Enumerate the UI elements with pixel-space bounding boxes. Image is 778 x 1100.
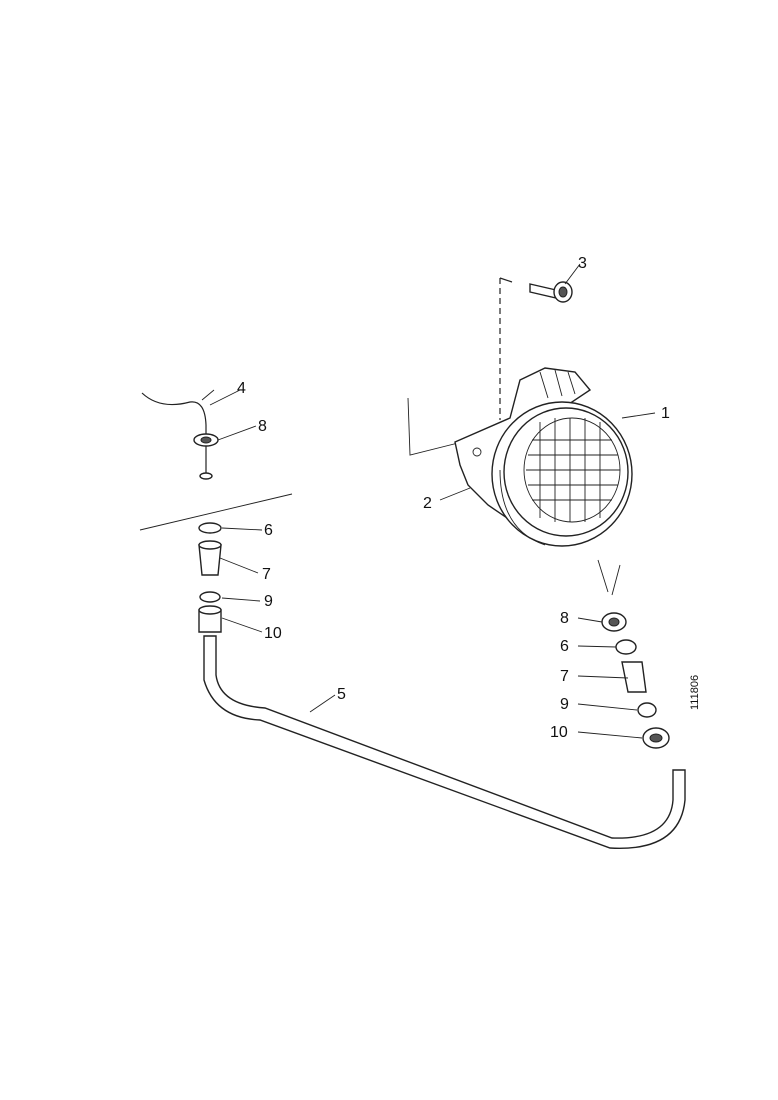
label-part-10-right: 10 [550, 724, 568, 741]
label-part-8-top: 8 [258, 418, 267, 435]
label-part-6-left: 6 [264, 522, 273, 539]
label-part-6-right: 6 [560, 638, 569, 655]
label-part-4: 4 [237, 380, 246, 397]
work-lamp [491, 401, 633, 547]
left-connector-stack [198, 522, 222, 633]
lamp-grille [526, 418, 620, 522]
bolt [499, 277, 573, 420]
label-part-9-right: 9 [560, 696, 569, 713]
label-part-1: 1 [661, 405, 670, 422]
callout-labels: 1 2 3 4 5 8 6 7 9 10 8 6 7 9 10 [237, 255, 670, 741]
label-part-7-right: 7 [560, 668, 569, 685]
label-part-9-left: 9 [264, 593, 273, 610]
label-part-10-left: 10 [264, 625, 282, 642]
drawing-number: 111806 [689, 675, 701, 710]
mounting-surface [139, 397, 471, 531]
label-part-3: 3 [578, 255, 587, 272]
leader-lines [209, 263, 656, 739]
hose [203, 635, 686, 849]
cable-top [141, 389, 219, 480]
label-part-2: 2 [423, 495, 432, 512]
label-part-8-right: 8 [560, 610, 569, 627]
label-part-5: 5 [337, 686, 346, 703]
label-part-7-left: 7 [262, 566, 271, 583]
right-connector-stack [597, 559, 670, 749]
